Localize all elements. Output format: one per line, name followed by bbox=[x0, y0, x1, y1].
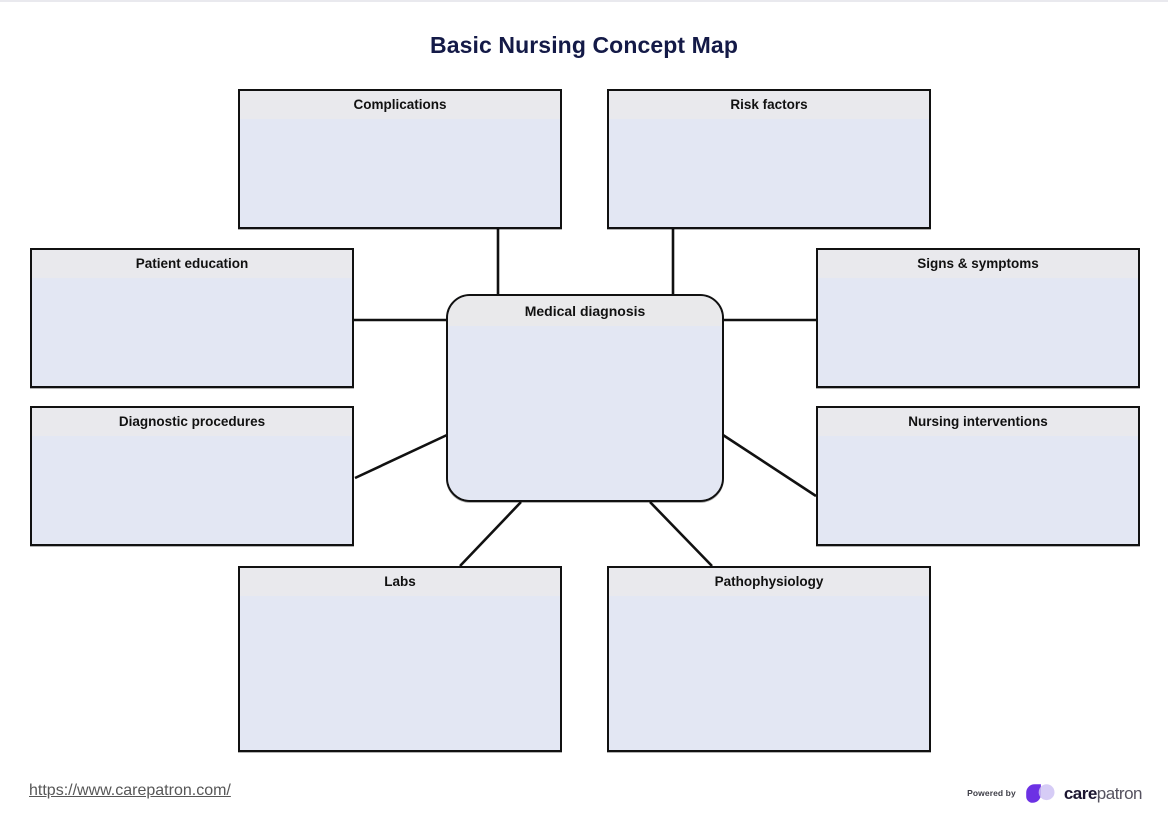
node-body[interactable] bbox=[818, 278, 1138, 386]
node-body[interactable] bbox=[240, 596, 560, 750]
node-diagnostic-procedures[interactable]: Diagnostic procedures bbox=[30, 406, 354, 546]
node-title: Nursing interventions bbox=[908, 414, 1048, 430]
node-title: Pathophysiology bbox=[714, 574, 824, 590]
node-title: Labs bbox=[384, 574, 416, 590]
node-title: Risk factors bbox=[730, 97, 808, 113]
wordmark-care: care bbox=[1063, 783, 1097, 803]
edge-diagnostic-procedures-to-center bbox=[354, 433, 448, 480]
node-header: Labs bbox=[240, 568, 560, 596]
node-header: Risk factors bbox=[609, 91, 929, 119]
node-body[interactable] bbox=[240, 119, 560, 227]
node-medical-diagnosis[interactable]: Medical diagnosis bbox=[446, 294, 724, 502]
edge-center-to-labs bbox=[459, 501, 522, 567]
node-body[interactable] bbox=[32, 278, 352, 386]
node-body[interactable] bbox=[609, 119, 929, 227]
node-signs-and-symptoms[interactable]: Signs & symptoms bbox=[816, 248, 1140, 388]
node-body[interactable] bbox=[32, 436, 352, 544]
node-title: Patient education bbox=[135, 256, 249, 272]
page-title: Basic Nursing Concept Map bbox=[430, 32, 738, 58]
node-nursing-interventions[interactable]: Nursing interventions bbox=[816, 406, 1140, 546]
node-patient-education[interactable]: Patient education bbox=[30, 248, 354, 388]
node-header: Diagnostic procedures bbox=[32, 408, 352, 436]
node-header: Pathophysiology bbox=[609, 568, 929, 596]
node-labs[interactable]: Labs bbox=[238, 566, 562, 752]
node-body[interactable] bbox=[448, 326, 722, 500]
node-risk-factors[interactable]: Risk factors bbox=[607, 89, 931, 229]
edge-center-to-pathophysiology bbox=[649, 501, 713, 567]
node-title: Complications bbox=[353, 97, 447, 113]
node-header: Patient education bbox=[32, 250, 352, 278]
top-divider bbox=[0, 0, 1168, 2]
node-title: Medical diagnosis bbox=[524, 303, 646, 319]
node-header: Medical diagnosis bbox=[448, 296, 722, 326]
edge-center-to-nursing-interventions bbox=[722, 433, 817, 498]
wordmark-patron: patron bbox=[1096, 783, 1143, 803]
node-header: Nursing interventions bbox=[818, 408, 1138, 436]
node-title: Diagnostic procedures bbox=[118, 414, 266, 430]
node-header: Complications bbox=[240, 91, 560, 119]
node-complications[interactable]: Complications bbox=[238, 89, 562, 229]
carepatron-url-link[interactable]: https://www.carepatron.com/ bbox=[29, 782, 231, 799]
node-body[interactable] bbox=[818, 436, 1138, 544]
powered-by-label: Powered by bbox=[967, 788, 1016, 798]
node-pathophysiology[interactable]: Pathophysiology bbox=[607, 566, 931, 752]
carepatron-wordmark: carepatron bbox=[1063, 783, 1143, 803]
brand-lockup: Powered by carepatron bbox=[967, 782, 1143, 804]
node-body[interactable] bbox=[609, 596, 929, 750]
node-header: Signs & symptoms bbox=[818, 250, 1138, 278]
node-title: Signs & symptoms bbox=[917, 256, 1039, 272]
carepatron-logo-icon bbox=[1026, 784, 1055, 803]
